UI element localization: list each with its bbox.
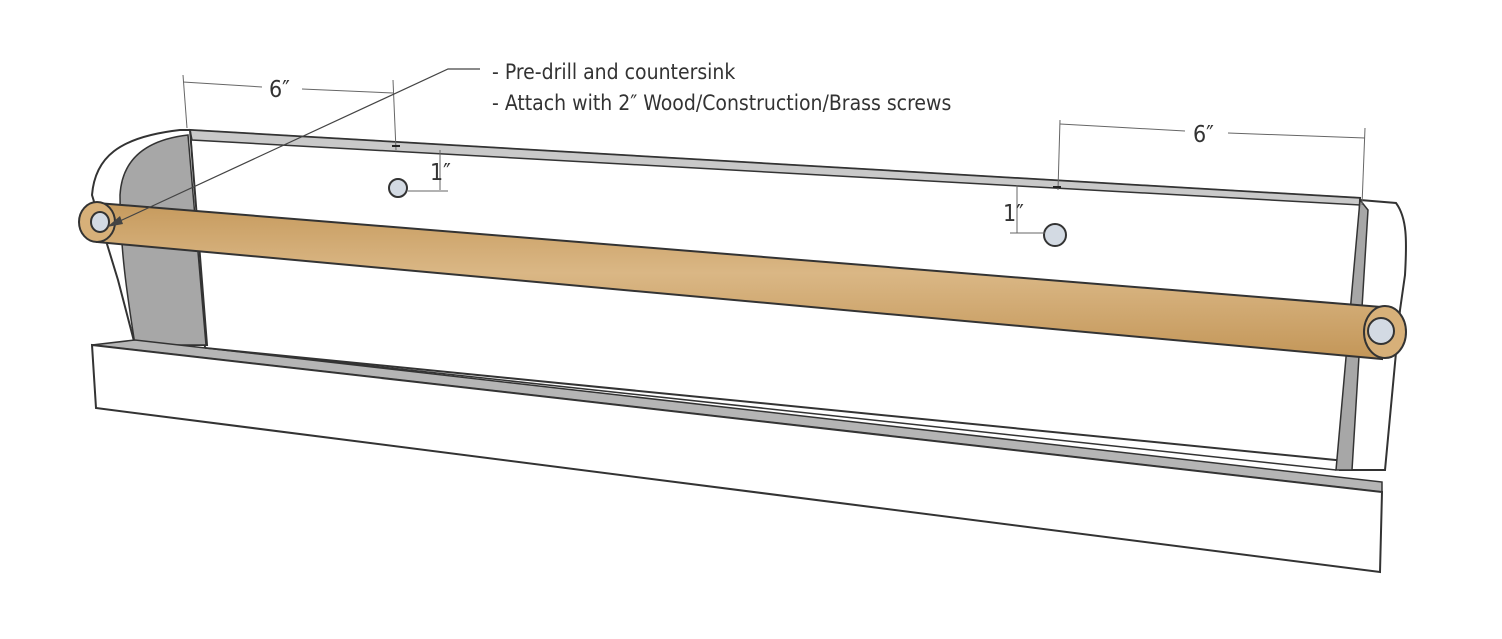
right-horizontal-dimension-label: 6″ xyxy=(1193,122,1214,148)
right-screw-hole xyxy=(1043,223,1067,247)
right-vertical-dimension-label: 1″ xyxy=(1003,201,1024,227)
left-horizontal-dimension-label: 6″ xyxy=(269,77,290,103)
screw-holes xyxy=(388,178,1067,247)
left-vertical-dimension xyxy=(408,150,448,192)
note-line-2: - Attach with 2″ Wood/Construction/Brass… xyxy=(492,91,951,115)
right-horizontal-dimension xyxy=(1053,119,1366,206)
dowel-left-screw-hole xyxy=(90,211,110,233)
left-screw-hole xyxy=(388,178,408,198)
callout-leader xyxy=(106,68,480,228)
bottom-shelf-board xyxy=(90,339,1384,574)
bottom-shelf-groove xyxy=(204,347,1337,471)
left-vertical-dimension-label: 1″ xyxy=(430,160,451,186)
note-line-1: - Pre-drill and countersink xyxy=(492,60,735,84)
dowel-right-screw-hole xyxy=(1367,317,1395,345)
left-horizontal-dimension xyxy=(182,74,400,151)
right-vertical-dimension xyxy=(1010,185,1045,234)
callout-arrow-head xyxy=(107,216,123,227)
